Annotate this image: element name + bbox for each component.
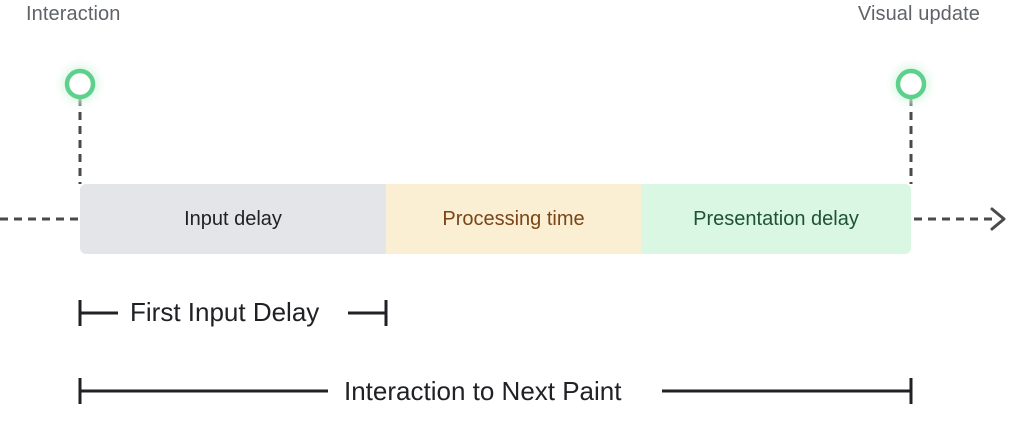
- processing-time-segment: Processing time: [386, 184, 641, 254]
- timeline-arrow-icon: [990, 207, 1006, 231]
- visual-update-marker-icon: [883, 56, 939, 112]
- input-delay-segment: Input delay: [80, 184, 386, 254]
- interaction-to-next-paint-label: Interaction to Next Paint: [334, 378, 632, 404]
- presentation-delay-segment: Presentation delay: [641, 184, 911, 254]
- visual-update-label: Visual update: [857, 3, 980, 25]
- interaction-marker-icon: [52, 56, 108, 112]
- first-input-delay-bracket: [78, 300, 388, 326]
- first-input-delay-label: First Input Delay: [124, 299, 326, 325]
- interaction-label: Interaction: [26, 3, 121, 25]
- phase-bar: Input delay Processing time Presentation…: [80, 184, 911, 254]
- inp-bracket: [78, 378, 913, 404]
